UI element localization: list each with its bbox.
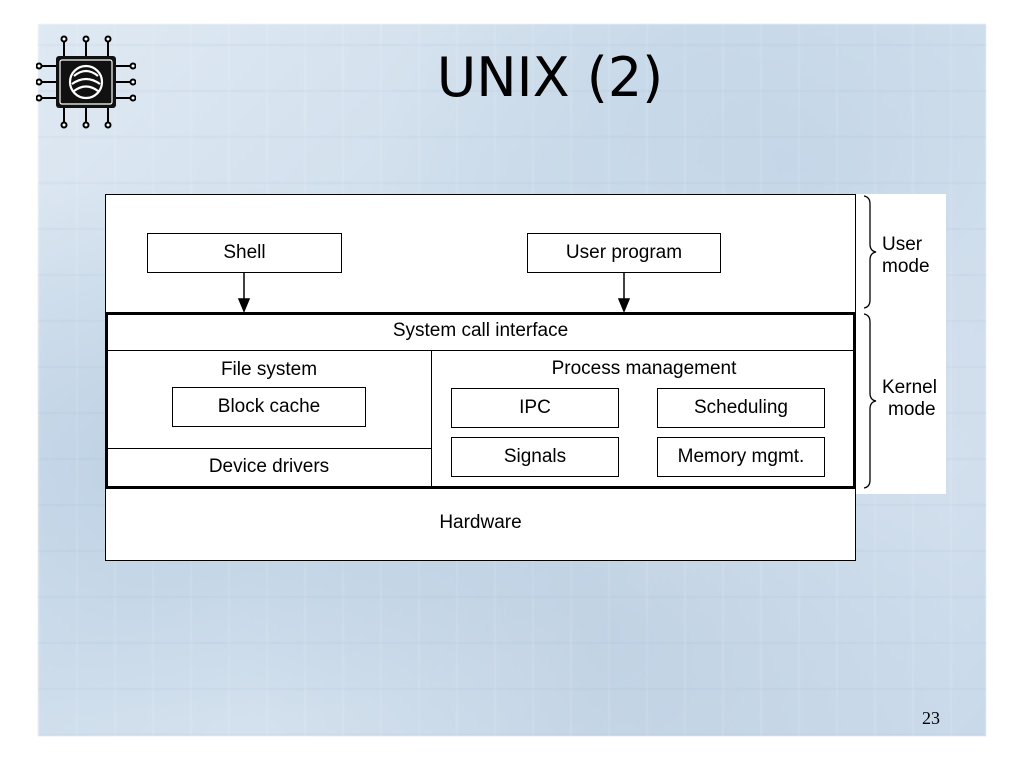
- user-program-label: User program: [565, 242, 683, 263]
- shell-box: Shell: [147, 233, 342, 273]
- ipc-box: IPC: [451, 388, 619, 428]
- kernel-mode-line2: mode: [888, 399, 936, 420]
- user-program-box: User program: [527, 233, 721, 273]
- memory-mgmt-box: Memory mgmt.: [657, 437, 825, 477]
- slide-title: UNIX (2): [436, 46, 664, 109]
- user-mode-line1: User: [882, 234, 923, 255]
- block-cache-box: Block cache: [172, 387, 366, 427]
- scheduling-label: Scheduling: [693, 397, 789, 418]
- kernel-mode-brace: [863, 313, 877, 489]
- ipc-label: IPC: [519, 397, 551, 418]
- memory-mgmt-label: Memory mgmt.: [677, 446, 805, 467]
- user-mode-line2: mode: [882, 256, 930, 277]
- process-management-label: Process management: [551, 358, 737, 379]
- signals-box: Signals: [451, 437, 619, 477]
- hardware-label: Hardware: [439, 512, 522, 533]
- kernel-mode-label: Kernel mode: [882, 377, 937, 421]
- block-cache-label: Block cache: [217, 396, 321, 417]
- device-drivers-label: Device drivers: [208, 456, 330, 477]
- signals-label: Signals: [503, 446, 567, 467]
- page-number: 23: [922, 708, 940, 728]
- kernel-mode-line1: Kernel: [882, 377, 937, 398]
- file-system-label: File system: [220, 359, 318, 380]
- kernel-column-divider: [431, 350, 432, 486]
- shell-label: Shell: [223, 242, 266, 263]
- device-drivers-divider: [107, 448, 432, 449]
- scheduling-box: Scheduling: [657, 388, 825, 428]
- user-mode-brace: [863, 195, 877, 309]
- chip-logo-icon: [36, 35, 136, 129]
- syscall-divider: [107, 350, 854, 351]
- user-mode-label: User mode: [882, 234, 930, 278]
- diagram-side-panel: [856, 194, 946, 494]
- system-call-interface-label: System call interface: [392, 320, 569, 341]
